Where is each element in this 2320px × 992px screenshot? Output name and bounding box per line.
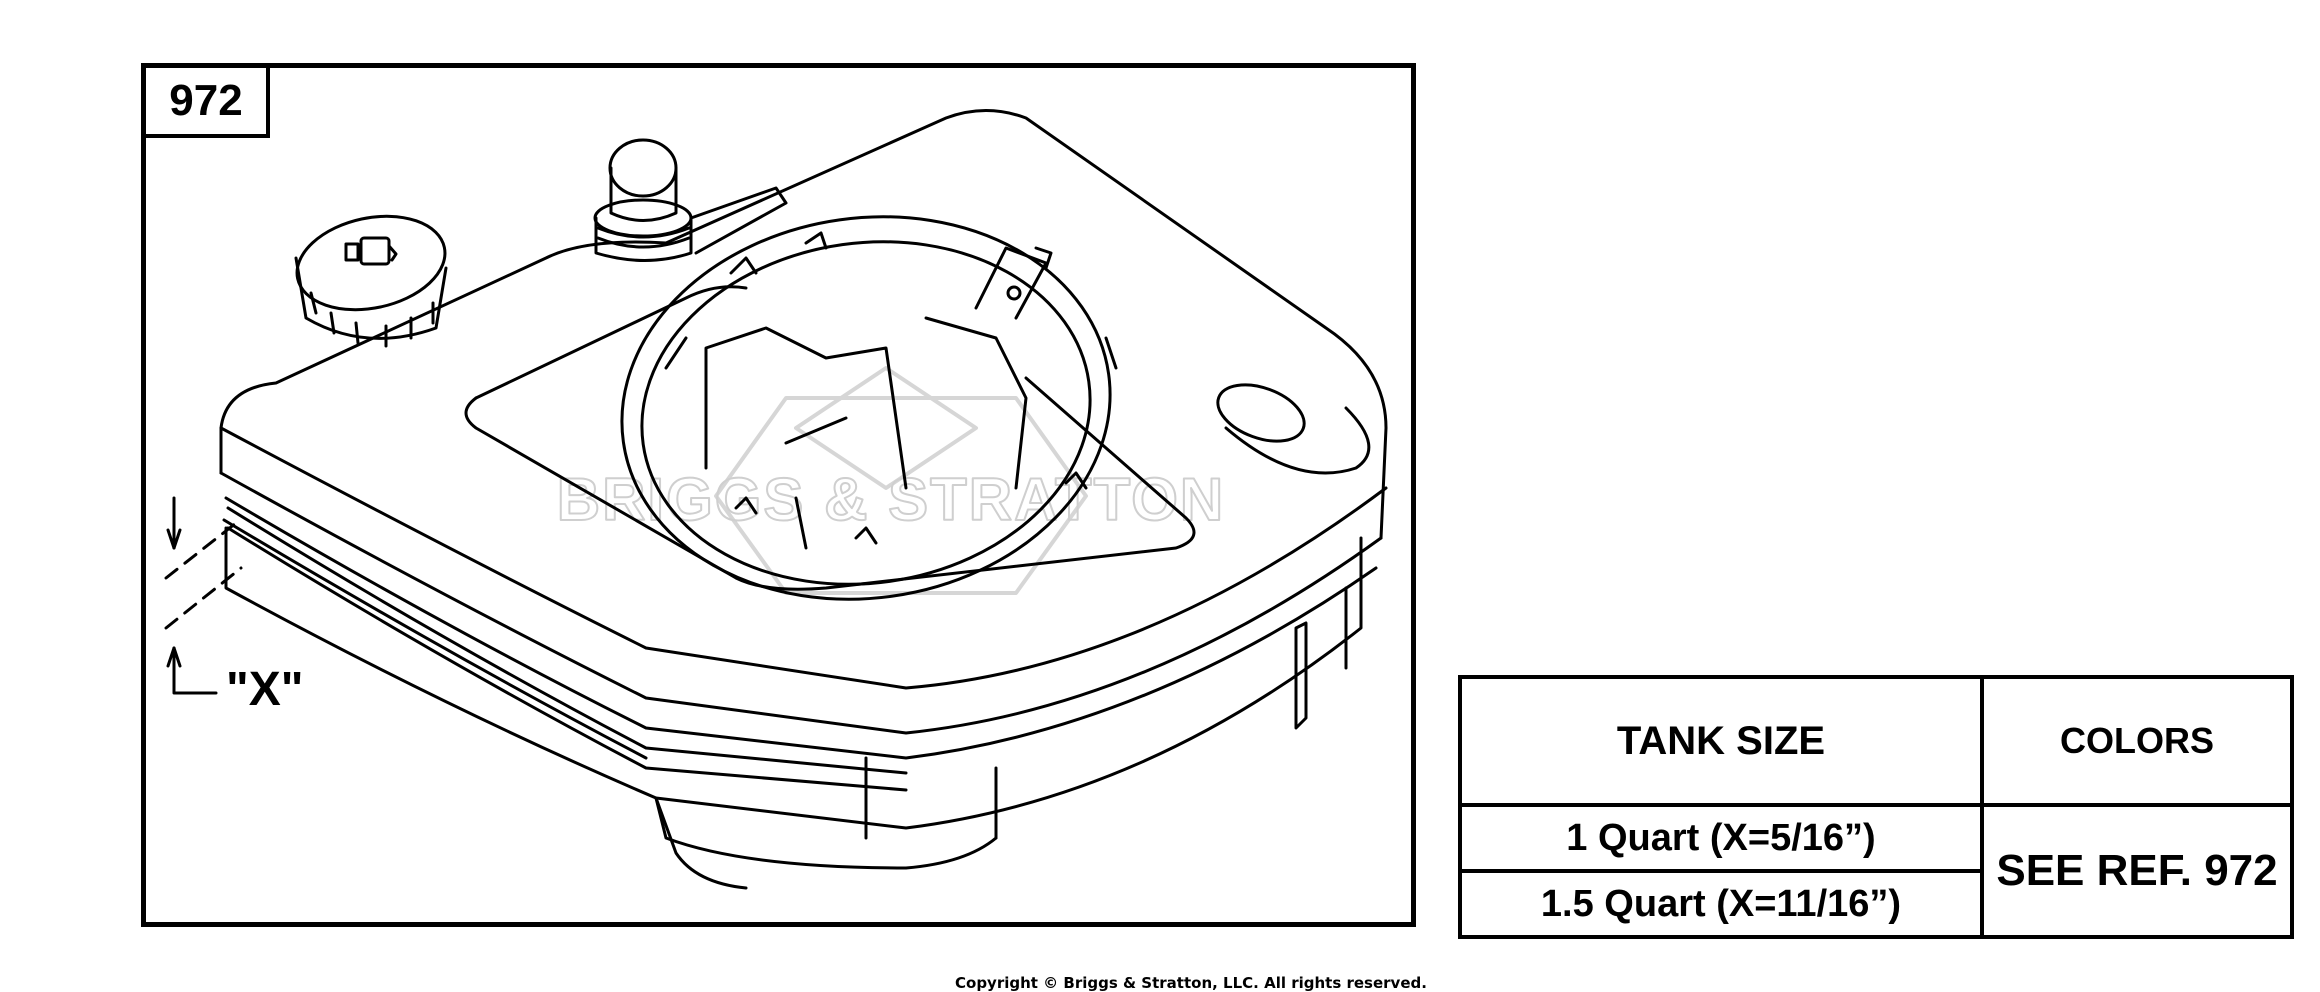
- watermark-logo: BRIGGS & STRATTON: [556, 366, 1225, 595]
- tank-lower-body: [219, 471, 1383, 890]
- table-row: 1 Quart (X=5/16”) SEE REF. 972: [1458, 803, 2294, 939]
- tank-size-table: TANK SIZE COLORS 1 Quart (X=5/16”) SEE R…: [1458, 675, 2294, 939]
- tank-size-header: TANK SIZE: [1458, 675, 1984, 807]
- dimension-x-label: "X": [226, 663, 304, 716]
- copyright-text: Copyright © Briggs & Stratton, LLC. All …: [955, 974, 1427, 992]
- colors-header: COLORS: [1980, 675, 2294, 807]
- colors-cell: SEE REF. 972: [1980, 803, 2294, 939]
- tank-size-cell: 1 Quart (X=5/16”): [1458, 803, 1984, 873]
- dimension-x-callout: [164, 496, 243, 695]
- table-row: 1.5 Quart (X=11/16”): [1458, 869, 2292, 939]
- tank-size-cell: 1.5 Quart (X=11/16”): [1458, 869, 1984, 939]
- tank-top-surface: [219, 109, 1388, 690]
- fuel-pump-icon: [344, 236, 398, 266]
- fuel-cap: [294, 214, 448, 348]
- parts-diagram-frame: 972 BRIGGS & STRATTON: [141, 63, 1416, 927]
- tank-opening: [620, 215, 1118, 601]
- watermark-text: BRIGGS & STRATTON: [557, 466, 1225, 533]
- fuel-tank-drawing: BRIGGS & STRATTON: [164, 109, 1388, 890]
- filler-neck: [593, 138, 788, 262]
- reference-number-box: 972: [146, 68, 270, 138]
- table-header-row: TANK SIZE COLORS: [1458, 675, 2294, 807]
